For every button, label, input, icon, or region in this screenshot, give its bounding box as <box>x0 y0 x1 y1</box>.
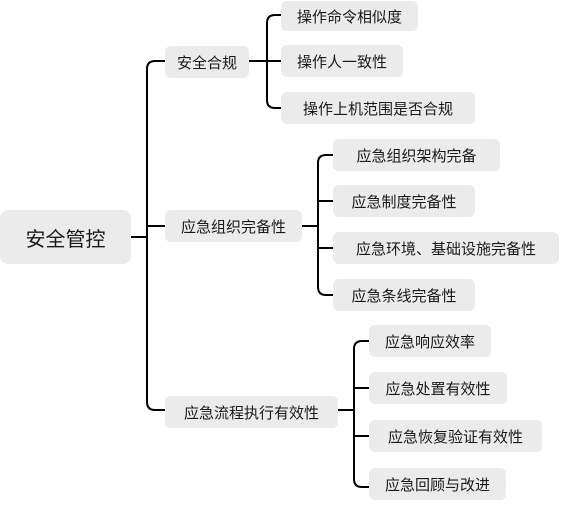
leaf-node[interactable]: 操作人一致性 <box>281 45 403 77</box>
leaf-label: 应急组织架构完备 <box>356 146 477 165</box>
root-node[interactable]: 安全管控 <box>0 210 131 264</box>
branch-label: 应急组织完备性 <box>180 217 286 236</box>
leaf-label: 应急环境、基础设施完备性 <box>355 239 536 258</box>
leaf-label: 操作上机范围是否合规 <box>302 99 453 118</box>
leaf-label: 操作人一致性 <box>296 52 387 71</box>
leaf-node[interactable]: 应急处置有效性 <box>369 372 507 404</box>
branch-label: 应急流程执行有效性 <box>183 403 319 422</box>
leaf-node[interactable]: 应急回顾与改进 <box>369 468 506 500</box>
leaf-node[interactable]: 应急环境、基础设施完备性 <box>333 232 559 264</box>
leaf-label: 操作命令相似度 <box>296 7 402 26</box>
leaf-node[interactable]: 应急条线完备性 <box>333 279 475 311</box>
branch3-spine <box>353 340 370 488</box>
branch-node-security-compliance[interactable]: 安全合规 <box>165 46 249 78</box>
branch-node-emergency-process[interactable]: 应急流程执行有效性 <box>165 396 338 428</box>
leaf-node[interactable]: 应急响应效率 <box>369 325 491 357</box>
leaf-label: 应急处置有效性 <box>385 379 491 398</box>
leaf-label: 应急制度完备性 <box>351 192 457 211</box>
root-spine <box>146 60 156 411</box>
leaf-node[interactable]: 应急组织架构完备 <box>333 139 500 171</box>
leaf-label: 应急恢复验证有效性 <box>387 427 523 446</box>
branch2-spine <box>317 154 334 296</box>
leaf-label: 应急响应效率 <box>384 332 475 351</box>
leaf-label: 应急条线完备性 <box>351 286 457 305</box>
leaf-node[interactable]: 应急制度完备性 <box>333 185 475 217</box>
leaf-node[interactable]: 操作命令相似度 <box>281 1 418 31</box>
leaf-label: 应急回顾与改进 <box>384 475 490 494</box>
branch-label: 安全合规 <box>176 53 237 72</box>
leaf-node[interactable]: 应急恢复验证有效性 <box>369 420 542 452</box>
branch1-spine <box>266 14 282 109</box>
branch-node-emergency-org[interactable]: 应急组织完备性 <box>165 210 302 242</box>
root-label: 安全管控 <box>25 226 106 251</box>
leaf-node[interactable]: 操作上机范围是否合规 <box>281 92 475 124</box>
